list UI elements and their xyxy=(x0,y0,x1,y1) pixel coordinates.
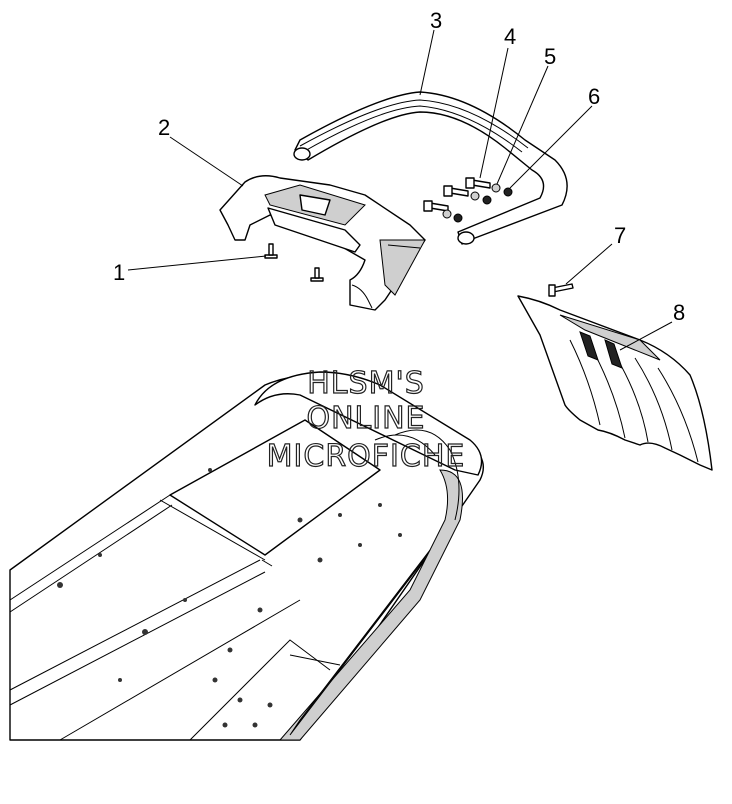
callout-6: 6 xyxy=(588,84,600,109)
rivet-part xyxy=(548,283,574,297)
watermark-line-2: ONLINE xyxy=(306,401,425,436)
leader-4 xyxy=(479,47,509,179)
watermark: HLSM'S ONLINE MICROFICHE xyxy=(266,365,466,474)
screw-parts xyxy=(264,243,324,282)
leader-7 xyxy=(565,243,613,285)
leader-8 xyxy=(619,321,673,351)
fastener-set xyxy=(423,177,513,223)
leader-lines xyxy=(127,29,673,351)
tunnel-assembly xyxy=(9,371,484,741)
leader-1 xyxy=(127,255,267,271)
callout-3: 3 xyxy=(430,8,442,33)
callout-7: 7 xyxy=(614,223,626,248)
callout-1: 1 xyxy=(113,260,125,285)
leader-5 xyxy=(496,65,549,185)
watermark-line-1: HLSM'S xyxy=(307,366,425,401)
callout-4: 4 xyxy=(504,24,516,49)
leader-3 xyxy=(419,29,435,96)
callout-labels: 1 2 3 4 5 6 7 8 xyxy=(113,8,685,325)
grab-handle xyxy=(293,91,568,245)
watermark-line-3: MICROFICHE xyxy=(267,439,466,474)
leader-2 xyxy=(169,136,244,187)
rear-bracket xyxy=(219,175,426,311)
callout-2: 2 xyxy=(158,115,170,140)
callout-5: 5 xyxy=(544,44,556,69)
snow-flap xyxy=(517,295,713,471)
callout-8: 8 xyxy=(673,300,685,325)
leader-6 xyxy=(509,105,593,189)
